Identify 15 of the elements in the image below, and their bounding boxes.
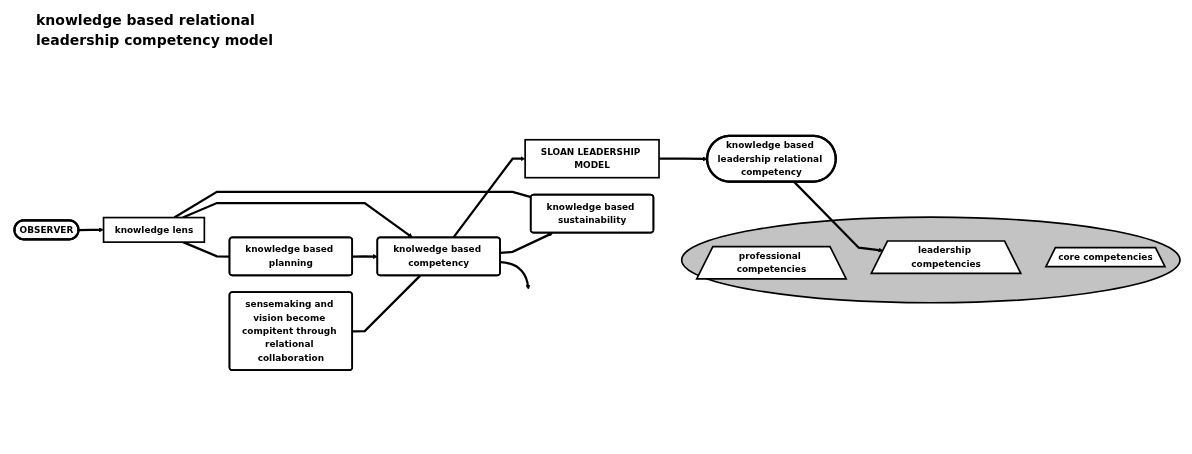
arrow: [659, 156, 708, 162]
connector: [182, 241, 230, 258]
diagram-title: knowledge based relational leadership competency model: [36, 11, 275, 50]
cluster: [680, 216, 1181, 304]
connector: [173, 190, 532, 219]
arrow: [793, 181, 884, 253]
connector: [352, 274, 421, 333]
arrow: [500, 261, 531, 290]
node-box: SLOAN LEADERSHIP MODEL: [524, 138, 660, 179]
arrow: [452, 156, 526, 239]
arrow: [500, 232, 554, 255]
arrow: [78, 227, 104, 233]
arrow: [182, 201, 413, 238]
node-box: knowledge lens: [102, 216, 206, 243]
arrow: [352, 254, 378, 259]
